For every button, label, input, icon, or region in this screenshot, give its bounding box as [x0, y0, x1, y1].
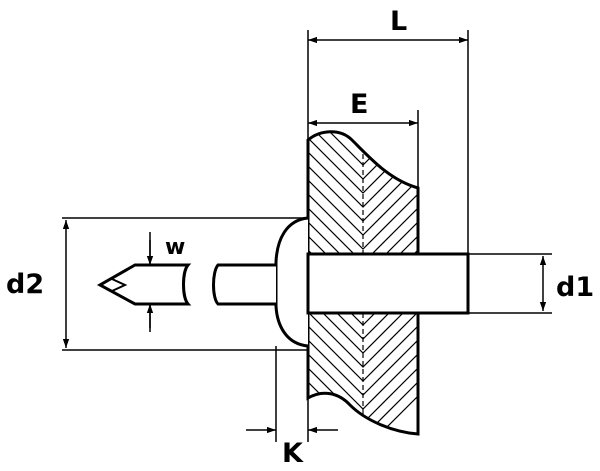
rivet-head [274, 216, 309, 348]
label-w: w [165, 235, 185, 260]
label-E: E [350, 89, 368, 120]
dimension-lines [62, 36, 547, 434]
mandrel-tip [96, 263, 192, 306]
workpiece-lower [306, 311, 420, 436]
label-d1: d1 [556, 272, 594, 303]
label-d2: d2 [6, 269, 44, 300]
rivet-body [306, 252, 470, 315]
mandrel-stem [212, 263, 276, 306]
label-L: L [390, 6, 407, 37]
label-K: K [282, 438, 304, 469]
